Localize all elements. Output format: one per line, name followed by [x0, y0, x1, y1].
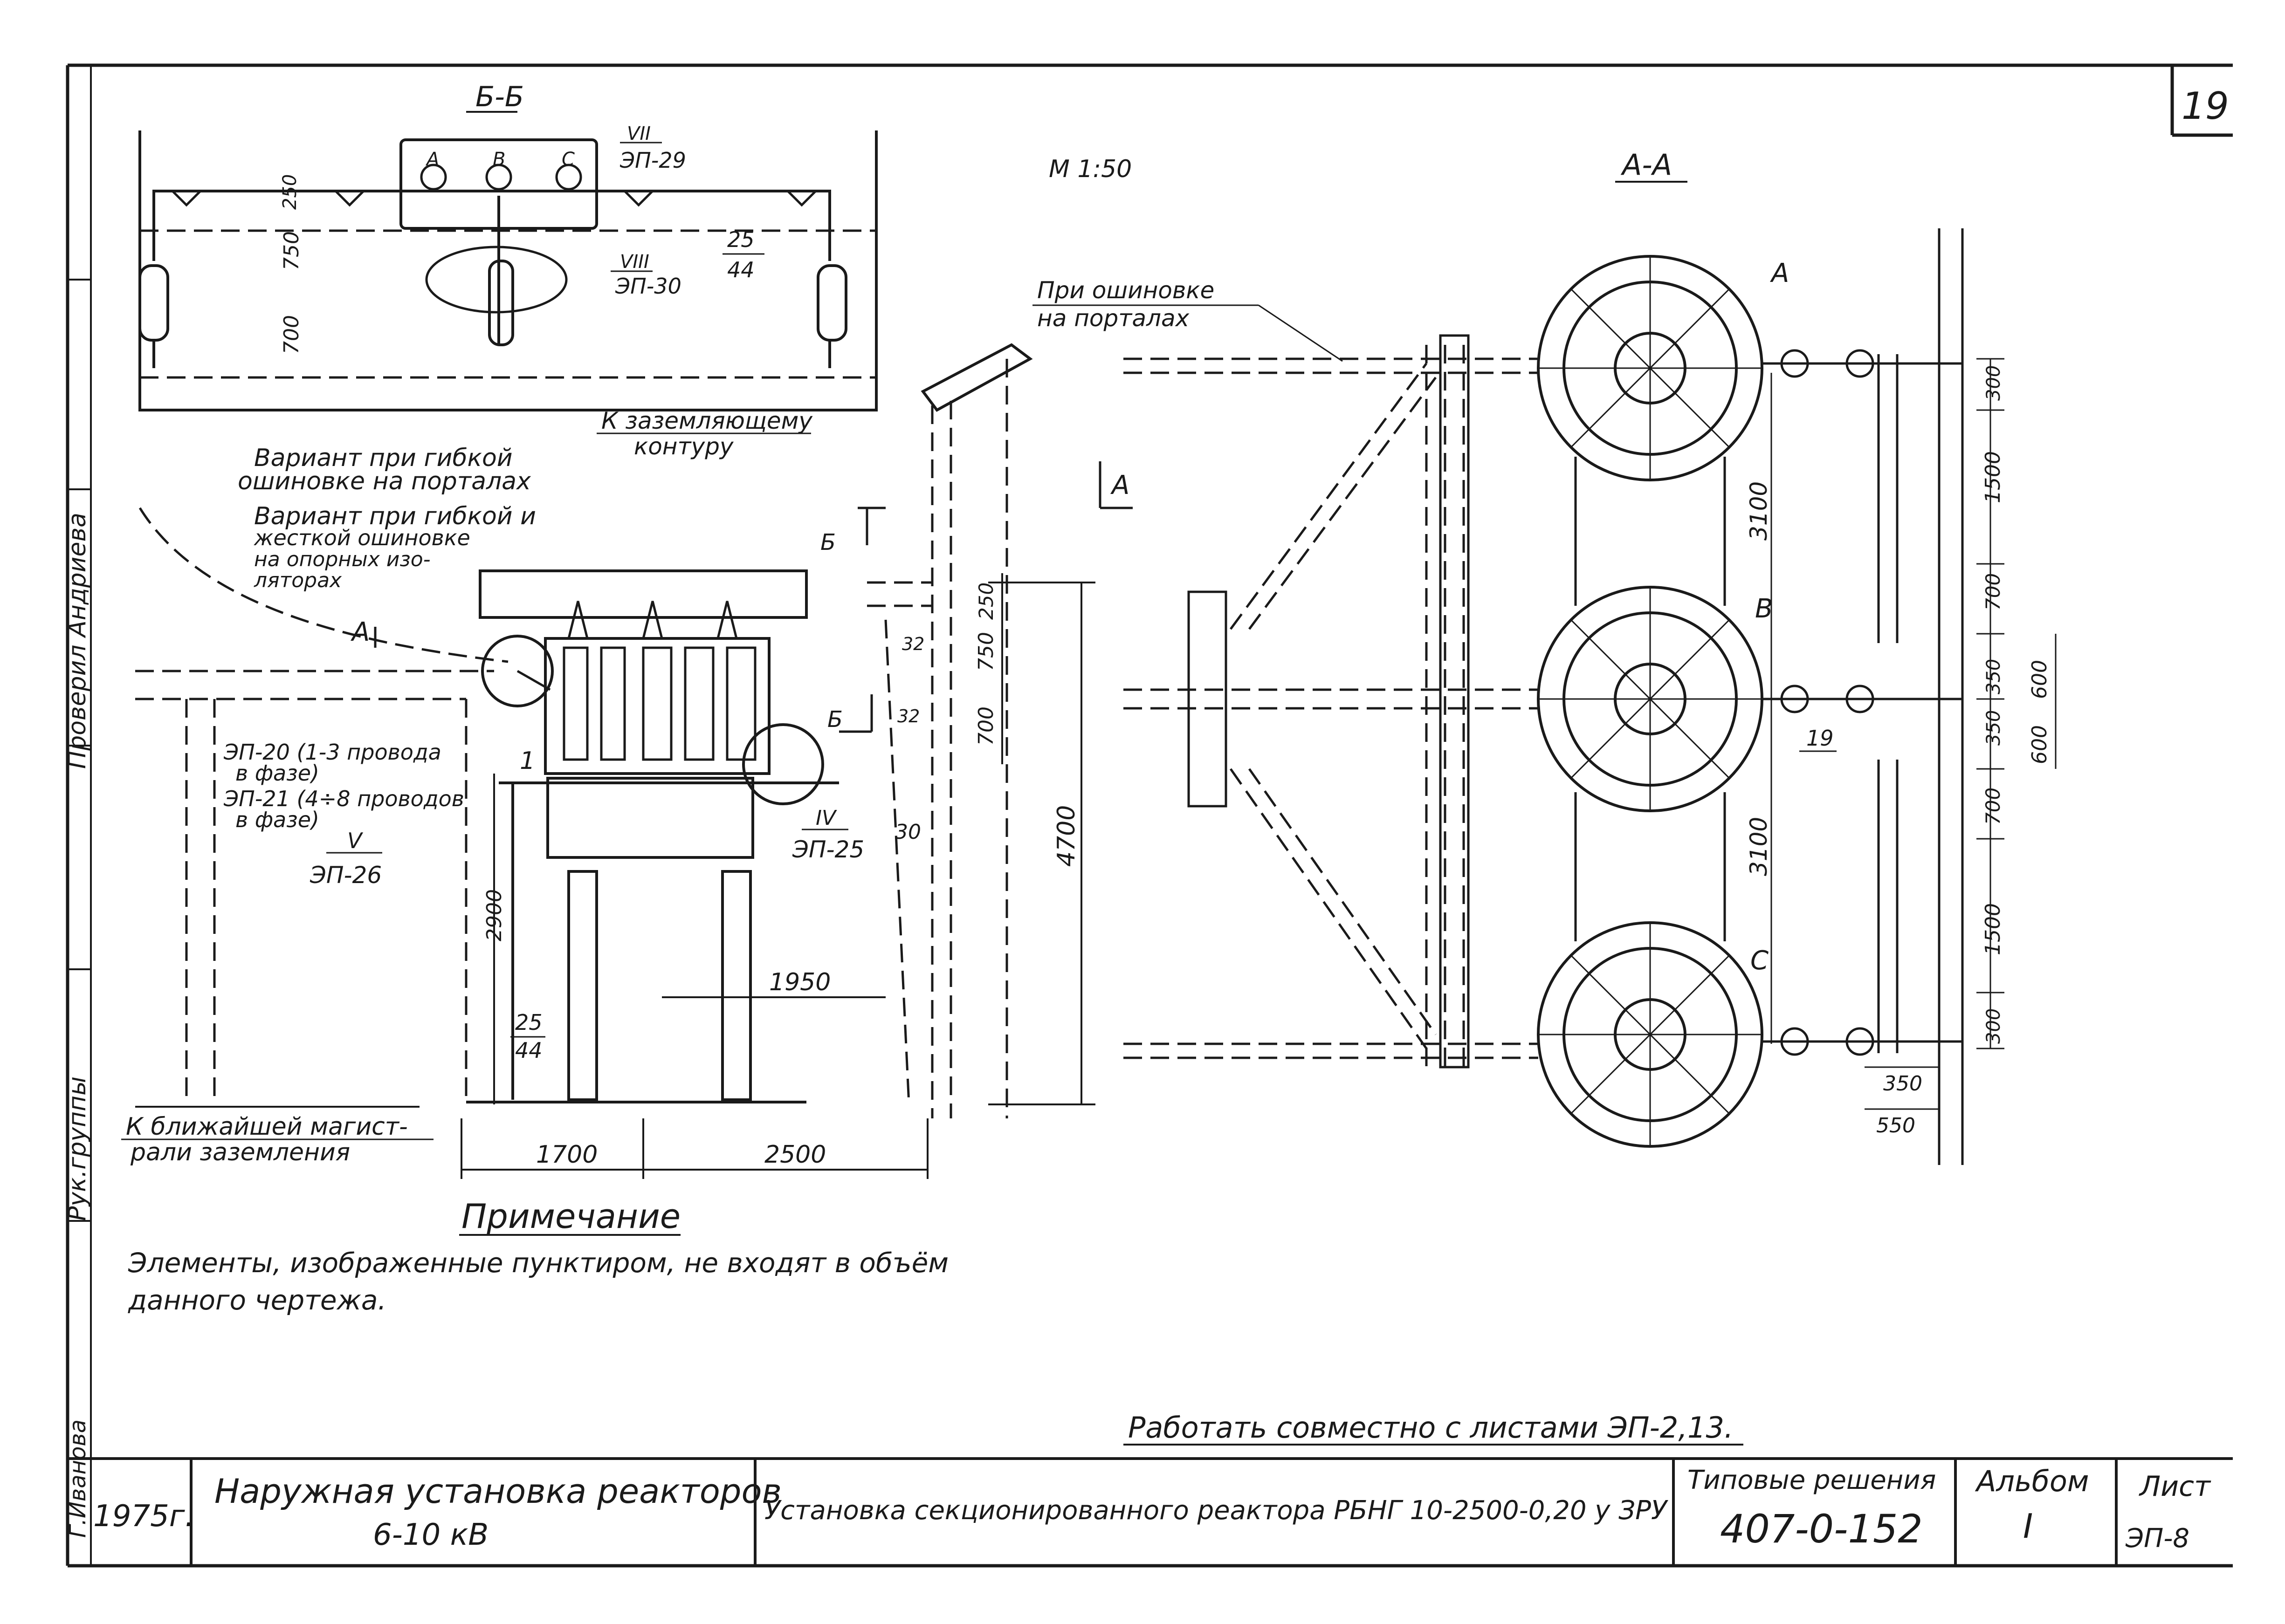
ground-main-2: рали заземления	[130, 1138, 350, 1166]
title-year: 1975г.	[93, 1499, 194, 1534]
aa-dim-600-bottom: 600	[2028, 725, 2051, 764]
title-block	[68, 1457, 2233, 1566]
dim-4700: 4700	[1053, 805, 1081, 867]
node-vii-ref: ЭП-29	[619, 148, 686, 173]
dim-250-right: 250	[975, 582, 998, 620]
view-mark-b-top: Б	[820, 529, 836, 555]
title-description: Установка секционированного реактора РБН…	[764, 1495, 1669, 1526]
elev-ref-25: 25	[515, 1010, 543, 1035]
aa-dim-3100-top: 3100	[1745, 481, 1772, 541]
portal-note-2: на порталах	[1037, 305, 1190, 332]
section-bb-dim-750: 750	[280, 231, 303, 270]
dim-1950: 1950	[769, 968, 831, 996]
node-iv-ref: ЭП-25	[792, 836, 864, 863]
variant-mixed-2: жесткой ошиновке	[254, 525, 470, 550]
ref-32-top: 32	[902, 634, 924, 654]
side-stamp	[68, 65, 92, 1566]
aa-dim-600-top: 600	[2028, 660, 2051, 699]
elev-ref-44: 44	[515, 1038, 543, 1063]
typical-label: Типовые решения	[1687, 1465, 1936, 1495]
aa-dim-700-top: 700	[1982, 573, 2004, 610]
dim-2900: 2900	[482, 889, 506, 941]
view-mark-b-bottom: Б	[827, 706, 843, 733]
aa-dim-350: 350	[1883, 1072, 1922, 1096]
variant-flexible-2: ошиновке на порталах	[238, 467, 531, 495]
aa-dim-300-top: 300	[1983, 365, 2004, 401]
dim-750-right: 750	[974, 632, 998, 671]
note-text-1: Элементы, изображенные пунктиром, не вхо…	[128, 1247, 949, 1279]
dim-700-right: 700	[974, 706, 998, 746]
sheet-value: ЭП-8	[2125, 1523, 2189, 1554]
section-bb: Б-Б A	[138, 81, 878, 460]
album-value: I	[2023, 1507, 2033, 1546]
sheet-number: 19	[2182, 84, 2229, 128]
ground-main-1: К ближайшей магист-	[126, 1113, 408, 1141]
ref-32-bottom: 32	[897, 706, 920, 726]
section-bb-ref-25: 25	[727, 227, 755, 252]
section-aa: А-А При ошиновке на порталах	[1032, 148, 2057, 1165]
variant-flexible-1: Вариант при гибкой	[254, 444, 513, 472]
aa-dim-550: 550	[1876, 1114, 1915, 1137]
node-v-label: V	[347, 828, 364, 853]
dim-2500: 2500	[764, 1141, 826, 1169]
view-mark-a-top: А	[1110, 470, 1129, 500]
album-label: Альбом	[1975, 1464, 2089, 1498]
sheet-frame	[66, 63, 2233, 1568]
aa-dim-700-bottom: 700	[1982, 788, 2004, 825]
section-bb-dim-250: 250	[279, 174, 301, 210]
section-aa-phase-c: C	[1750, 946, 1769, 976]
section-bb-phase-a: A	[425, 149, 439, 170]
ep21-label-2: в фазе)	[235, 807, 319, 832]
section-bb-ref-44: 44	[727, 257, 755, 282]
node-v-ref: ЭП-26	[310, 862, 382, 889]
aa-ref-19: 19	[1806, 726, 1834, 751]
ep20-label-1: ЭП-20 (1-3 провода	[223, 740, 441, 765]
section-bb-title: Б-Б	[475, 81, 524, 113]
variant-mixed-1: Вариант при гибкой и	[254, 502, 536, 530]
view-mark-a-left: А	[351, 617, 370, 647]
note-title: Примечание	[461, 1197, 681, 1236]
aa-dim-1500-top: 1500	[1981, 451, 2005, 503]
ep21-label-1: ЭП-21 (4÷8 проводов	[223, 786, 464, 811]
aa-dim-350-top: 350	[1983, 659, 2004, 694]
sheet-label: Лист	[2139, 1470, 2211, 1503]
ep20-label-2: в фазе)	[235, 761, 319, 786]
side-stamp-checked: Проверил Андриева	[63, 513, 91, 769]
portal-note-1: При ошиновке	[1037, 277, 1214, 304]
section-bb-phase-c: C	[562, 149, 575, 170]
section-aa-phase-a: A	[1770, 258, 1789, 288]
variant-mixed-4: ляторах	[254, 569, 342, 592]
ground-loop-note-2: контуру	[634, 433, 734, 460]
dim-1700: 1700	[536, 1141, 598, 1169]
node-viii-ref: ЭП-30	[615, 274, 681, 299]
aa-dim-350-bottom: 350	[1983, 710, 2004, 746]
item-1-label: 1	[520, 747, 535, 775]
side-stamp-executor: Г.Иванова	[65, 1419, 91, 1538]
section-bb-dim-700: 700	[280, 315, 303, 354]
work-with-note: Работать совместно с листами ЭП-2,13.	[1128, 1411, 1734, 1445]
ground-loop-note-1: К заземляющему	[601, 407, 813, 434]
ref-30: 30	[895, 820, 921, 844]
node-viii-label: VIII	[620, 251, 649, 273]
title-name-1: Наружная установка реакторов	[214, 1472, 782, 1511]
typical-number: 407-0-152	[1720, 1506, 1923, 1552]
section-aa-phase-b: B	[1755, 594, 1773, 624]
section-aa-title: А-А	[1620, 148, 1672, 182]
title-name-2: 6-10 кВ	[373, 1518, 489, 1552]
side-stamp-group-head: Рук.группы	[63, 1076, 91, 1221]
node-iv-label: IV	[816, 806, 837, 830]
scale-label: М 1:50	[1049, 155, 1132, 183]
section-bb-phase-b: B	[493, 149, 505, 170]
aa-dim-1500-bottom: 1500	[1981, 903, 2005, 955]
note-text-2: данного чертежа.	[128, 1284, 386, 1316]
elevation-view: Вариант при гибкой ошиновке на порталах …	[121, 343, 1133, 1179]
variant-mixed-3: на опорных изо-	[254, 548, 431, 571]
aa-dim-3100-bottom: 3100	[1745, 817, 1772, 876]
note-block: Примечание Элементы, изображенные пункти…	[128, 1197, 949, 1316]
aa-dim-300-bottom: 300	[1983, 1008, 2004, 1044]
node-vii-label: VII	[627, 123, 651, 144]
